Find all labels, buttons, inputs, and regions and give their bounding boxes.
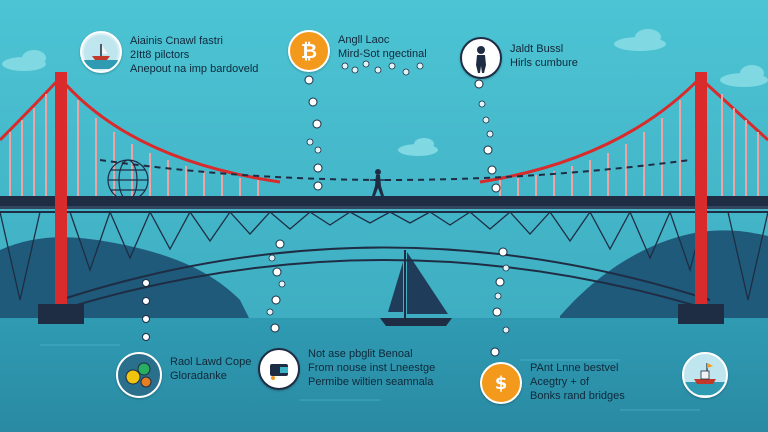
- callout-bottom-center-line-3: Permibe wiltien seamnala: [308, 376, 434, 388]
- callout-bottom-center-line-2: From nouse inst Lneestge: [308, 362, 436, 374]
- tower-left: [38, 72, 84, 324]
- connector-chains: [142, 75, 508, 357]
- tower-right: [678, 72, 724, 324]
- cloud-left: [2, 50, 46, 71]
- hills-right: [560, 230, 768, 320]
- ship-icon: [682, 352, 728, 398]
- dollar-coin-icon: $: [480, 362, 522, 404]
- callout-top-right[interactable]: Jaldt Bussl Hirls cumbure: [460, 37, 578, 79]
- callout-bottom-left[interactable]: Raol Lawd Cope Gloradanke: [116, 352, 251, 398]
- callout-bottom-center[interactable]: Not ase pbglit Benoal From nouse inst Ln…: [258, 348, 435, 390]
- truss-arch: [0, 211, 768, 311]
- cloud-right: [720, 65, 768, 87]
- callout-bottom-right-line-3: Bonks rand bridges: [530, 390, 625, 402]
- callout-top-right-line-1: Jaldt Bussl: [510, 43, 564, 55]
- callout-top-right-line-2: Hirls cumbure: [510, 57, 578, 69]
- globe-coins-icon: [116, 352, 162, 398]
- sailboat: [380, 250, 452, 326]
- callout-top-left-line-1: Aiainis Cnawl fastri: [130, 35, 223, 47]
- cloud-top-right: [614, 29, 666, 51]
- callout-top-left-line-2: 2Itt8 pilctors: [130, 49, 190, 61]
- callout-top-left[interactable]: Aiainis Cnawl fastri 2Itt8 pilctors Anep…: [80, 31, 258, 76]
- callout-top-center-line-1: Angll Laoc: [338, 34, 390, 46]
- callout-top-left-line-3: Anepout na imp bardoveld: [130, 63, 259, 75]
- globe-grid: [107, 159, 149, 201]
- callout-top-center-line-2: Mird-Sot ngectinal: [338, 48, 427, 60]
- boat-icon: [80, 31, 122, 73]
- cloud-center: [398, 138, 438, 156]
- callout-bottom-center-line-1: Not ase pbglit Benoal: [308, 348, 413, 360]
- person-icon: [460, 37, 502, 79]
- walker-figure: [370, 169, 386, 196]
- tightrope-dashed: [99, 159, 691, 181]
- bridge-deck: [0, 196, 768, 206]
- main-cable-left: [0, 75, 281, 184]
- callout-bottom-left-line-2: Gloradanke: [170, 370, 227, 382]
- callout-bottom-right[interactable]: $ PAnt Lnne bestvel Acegtry + of Bonks r…: [480, 362, 625, 404]
- callout-bottom-left-line-1: Raol Lawd Cope: [170, 356, 252, 368]
- wallet-icon: [258, 348, 300, 390]
- bitcoin-icon: ₿: [288, 30, 330, 72]
- callout-bottom-right-line-2: Acegtry + of: [530, 376, 590, 388]
- callout-top-center[interactable]: ₿ Angll Laoc Mird-Sot ngectinal: [288, 30, 427, 72]
- coin-clusters: [266, 60, 510, 334]
- main-cable-right: [479, 75, 768, 184]
- callout-far-right[interactable]: [682, 352, 728, 398]
- callout-bottom-right-line-1: PAnt Lnne bestvel: [530, 362, 619, 374]
